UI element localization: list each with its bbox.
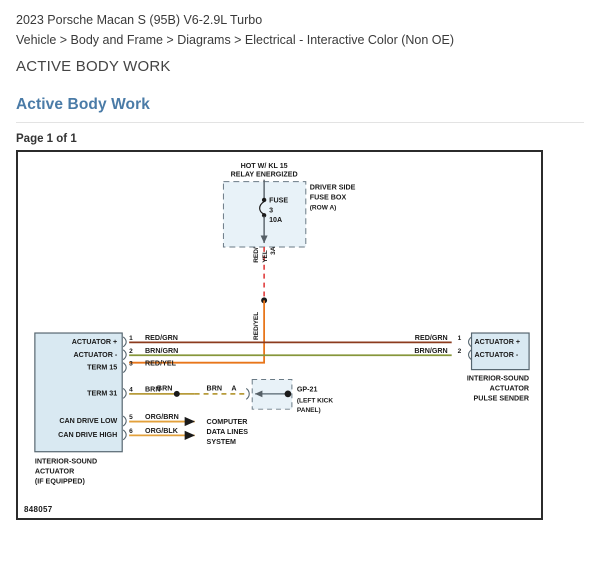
left-connector-bracket-2: [122, 349, 127, 361]
right-module-caption-line3: PULSE SENDER: [474, 394, 530, 402]
breadcrumb: Vehicle > Body and Frame > Diagrams > El…: [16, 33, 455, 47]
left-pin-number-4: 4: [129, 386, 133, 393]
right-connector-bracket-2: [468, 349, 472, 361]
left-connector-bracket-1: [122, 336, 127, 348]
driver-side-fuse-box: [222, 179, 307, 248]
right-module-caption-line1: INTERIOR-SOUND: [467, 375, 529, 383]
vehicle-title: 2023 Porsche Macan S (95B) V6-2.9L Turbo: [16, 13, 263, 27]
computer-label-line1: COMPUTER: [207, 418, 248, 426]
left-pin-number-3: 3: [129, 361, 133, 368]
fusebox-hot-note-line2: RELAY ENERGIZED: [231, 171, 298, 179]
right-terminal-name-1: ACTUATOR +: [475, 338, 521, 346]
right-wire-label-2: BRN/GRN: [414, 347, 447, 355]
supply-wire-gauge-label: 3A: [270, 246, 277, 255]
wiring-diagram: HOT W/ KL 15 RELAY ENERGIZED DRIVER SIDE…: [16, 150, 543, 520]
right-connector-bracket-1: [468, 336, 472, 348]
left-terminal-name-1: ACTUATOR +: [72, 338, 118, 346]
right-pin-number-1: 1: [458, 335, 462, 342]
ground-point-gp21: [251, 379, 293, 410]
left-pin-number-1: 1: [129, 335, 133, 342]
left-wire-label-6: ORG/BLK: [145, 427, 179, 435]
computer-label-line3: SYSTEM: [207, 438, 236, 446]
right-pin-number-2: 2: [458, 348, 462, 355]
document-header: 2023 Porsche Macan S (95B) V6-2.9L Turbo…: [0, 0, 600, 79]
ground-connector-bracket: [245, 387, 250, 400]
supply-wire-solid-label: RED/YEL: [253, 312, 260, 340]
left-wire-label-3: RED/YEL: [145, 360, 177, 368]
ground-point-location-line1: (LEFT KICK: [297, 397, 334, 404]
fuse-element-symbol: [259, 200, 265, 215]
section-heading: Active Body Work: [16, 96, 584, 123]
wiring-diagram-svg: HOT W/ KL 15 RELAY ENERGIZED DRIVER SIDE…: [34, 162, 530, 485]
ground-wire-label-right: BRN: [207, 384, 222, 392]
page-indicator: Page 1 of 1: [16, 133, 77, 145]
left-terminal-name-5: CAN DRIVE LOW: [59, 417, 117, 425]
fuse-number: 3: [269, 206, 273, 214]
fusebox-caption-line2: FUSE BOX: [310, 193, 347, 201]
left-terminal-name-3: TERM 15: [87, 364, 117, 372]
left-wire-label-1: RED/GRN: [145, 334, 178, 342]
right-module-box: [470, 332, 530, 371]
page-title: ACTIVE BODY WORK: [16, 58, 171, 75]
left-module-caption-line3: (IF EQUIPPED): [35, 477, 86, 485]
fusebox-caption-line3: (ROW A): [310, 204, 337, 211]
right-terminal-name-2: ACTUATOR -: [475, 351, 519, 359]
supply-wire-color-label-top1: RED/: [253, 247, 260, 263]
left-connector-bracket-6: [122, 429, 127, 441]
left-wire-label-4: BRN: [145, 385, 160, 393]
left-terminal-name-2: ACTUATOR -: [73, 351, 117, 359]
left-module-box: [34, 332, 123, 453]
fuse-bottom-node: [261, 213, 267, 218]
fuse-top-node: [261, 197, 267, 203]
supply-wire-to-term15: [129, 354, 266, 364]
fuse-rating: 10A: [269, 216, 282, 224]
fuse-label: FUSE: [269, 196, 288, 204]
fusebox-caption-line1: DRIVER SIDE: [310, 184, 356, 192]
left-module-interior-sound-actuator: [34, 332, 123, 453]
left-pin-number-6: 6: [129, 428, 133, 435]
computer-label-line2: DATA LINES: [207, 428, 249, 436]
left-wire-label-2: BRN/GRN: [145, 347, 178, 355]
ground-point-node: [284, 390, 292, 398]
fusebox-hot-note-line1: HOT W/ KL 15: [241, 162, 288, 170]
ground-point-location-line2: PANEL): [297, 407, 321, 414]
left-module-caption-line1: INTERIOR-SOUND: [35, 458, 97, 466]
left-terminal-name-6: CAN DRIVE HIGH: [58, 431, 117, 439]
diagram-code: 848057: [24, 505, 53, 514]
left-connector-bracket-3: [122, 362, 127, 374]
ground-wire-label-left: BRN: [157, 384, 172, 392]
right-wire-label-1: RED/GRN: [415, 334, 448, 342]
ground-branch-label: A: [231, 384, 236, 392]
ground-point-id: GP-21: [297, 385, 318, 393]
left-wire-label-5: ORG/BRN: [145, 413, 179, 421]
left-pin-number-2: 2: [129, 348, 133, 355]
left-terminal-name-4: TERM 31: [87, 389, 117, 397]
supply-wire-color-label-top2: YEL: [262, 250, 269, 263]
right-module-pulse-sender: [470, 332, 530, 371]
left-connector-bracket-5: [122, 415, 127, 427]
ground-wire-junction-node: [173, 390, 180, 397]
right-module-caption-line2: ACTUATOR: [490, 384, 529, 392]
left-pin-number-5: 5: [129, 414, 133, 421]
left-connector-bracket-4: [122, 387, 127, 399]
left-module-caption-line2: ACTUATOR: [35, 467, 74, 475]
